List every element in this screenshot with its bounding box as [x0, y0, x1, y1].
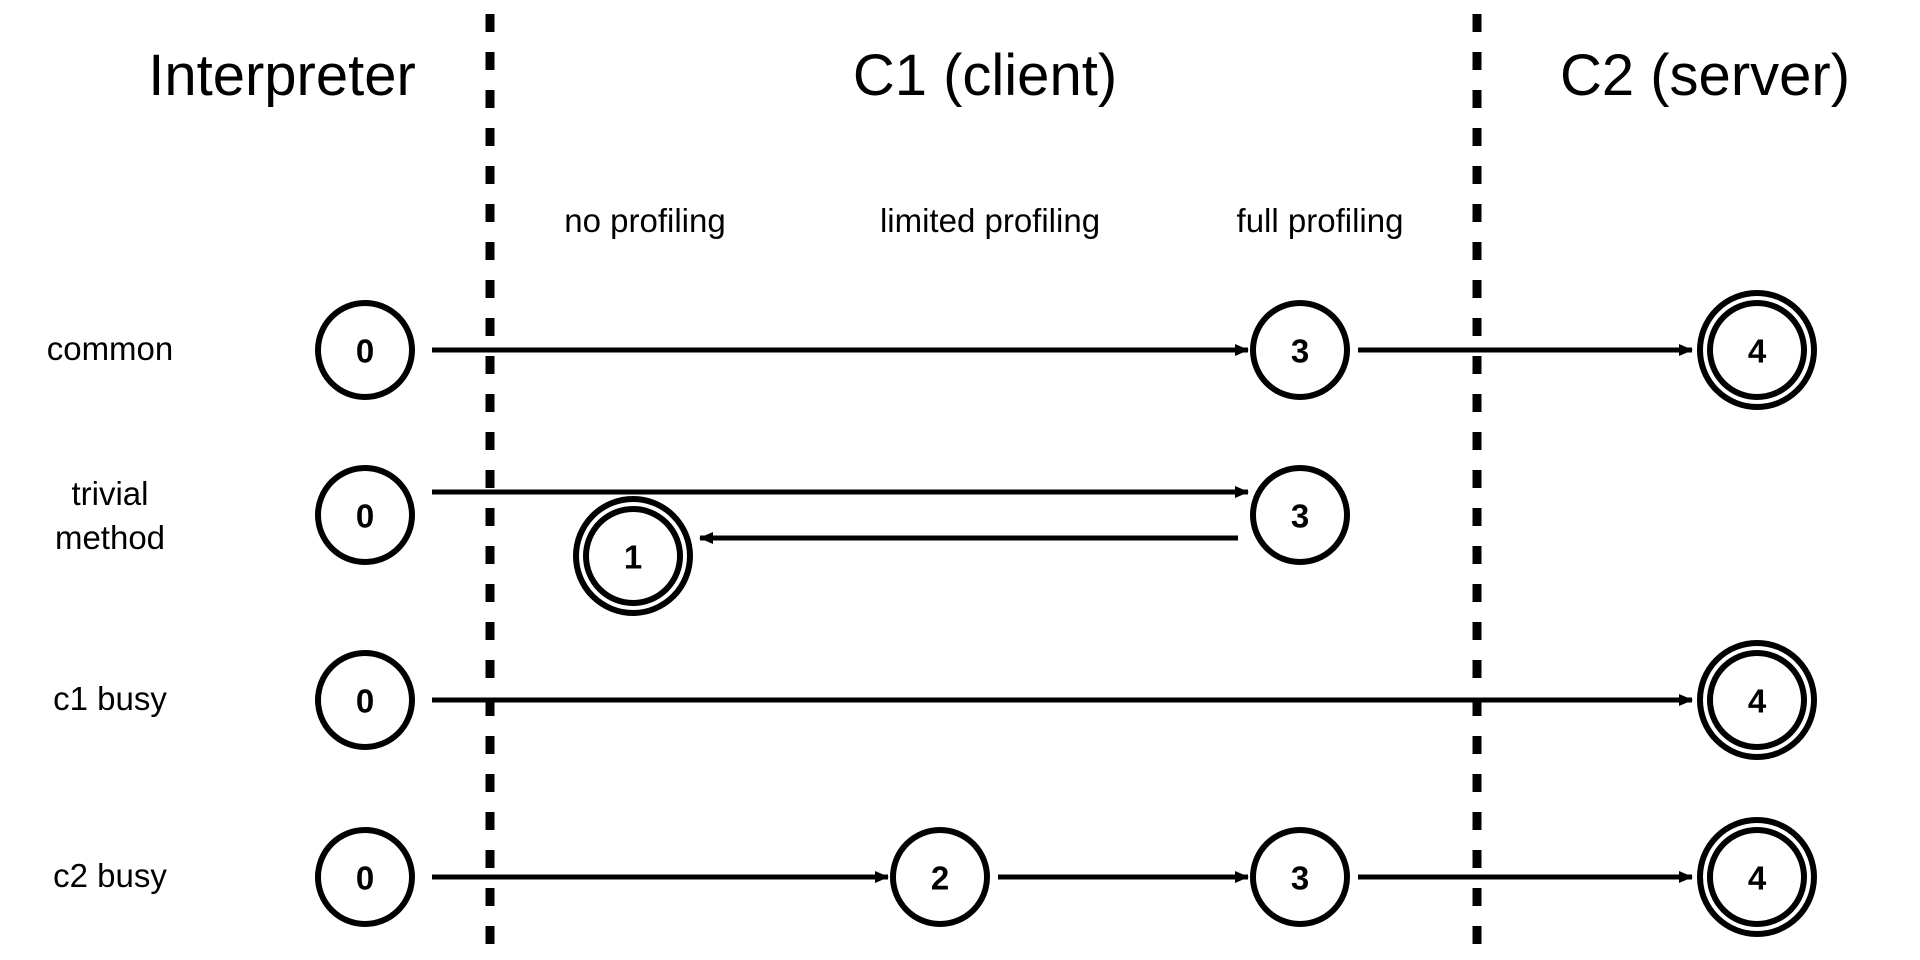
lane-title-c1: C1 (client)	[853, 43, 1117, 108]
node-common-4[interactable]: 4	[1697, 290, 1817, 410]
node-trivial-1[interactable]: 1	[573, 496, 693, 616]
phase-label-no-profiling: no profiling	[564, 202, 725, 239]
node-ring	[890, 827, 990, 927]
node-ring	[1707, 300, 1807, 400]
node-label: 0	[356, 333, 374, 370]
phase-label-limited-profiling: limited profiling	[880, 202, 1100, 239]
lane-title-interpreter: Interpreter	[148, 43, 416, 108]
node-ring	[1707, 827, 1807, 927]
node-c2busy-0[interactable]: 0	[315, 827, 415, 927]
node-label: 4	[1748, 860, 1767, 897]
node-label: 4	[1748, 333, 1767, 370]
node-ring	[1250, 300, 1350, 400]
node-outer-ring	[1697, 290, 1817, 410]
node-c2busy-4[interactable]: 4	[1697, 817, 1817, 937]
node-label: 3	[1291, 860, 1309, 897]
row-label-c1-busy: c1 busy	[53, 680, 167, 717]
node-ring	[1707, 650, 1807, 750]
node-common-3[interactable]: 3	[1250, 300, 1350, 400]
row-c2-busy: c2 busy 0 2 3 4	[53, 817, 1817, 937]
node-ring	[315, 465, 415, 565]
node-label: 0	[356, 860, 374, 897]
node-ring	[583, 506, 683, 606]
row-common: common 0 3 4	[47, 290, 1817, 410]
node-c2busy-2[interactable]: 2	[890, 827, 990, 927]
phase-label-full-profiling: full profiling	[1237, 202, 1404, 239]
lane-title-c2: C2 (server)	[1560, 43, 1850, 108]
node-label: 0	[356, 498, 374, 535]
node-c1busy-4[interactable]: 4	[1697, 640, 1817, 760]
node-label: 3	[1291, 498, 1309, 535]
node-trivial-3[interactable]: 3	[1250, 465, 1350, 565]
node-outer-ring	[1697, 817, 1817, 937]
node-label: 0	[356, 683, 374, 720]
row-label-common: common	[47, 330, 174, 367]
node-c2busy-3[interactable]: 3	[1250, 827, 1350, 927]
node-label: 4	[1748, 683, 1767, 720]
node-ring	[1250, 465, 1350, 565]
phase-labels: no profiling limited profiling full profil…	[564, 202, 1403, 239]
row-label-c2-busy: c2 busy	[53, 857, 167, 894]
node-trivial-0[interactable]: 0	[315, 465, 415, 565]
node-ring	[315, 650, 415, 750]
node-label: 2	[931, 860, 949, 897]
node-label: 1	[624, 539, 642, 576]
node-ring	[315, 300, 415, 400]
node-outer-ring	[1697, 640, 1817, 760]
lane-dividers	[485, 14, 1482, 960]
node-c1busy-0[interactable]: 0	[315, 650, 415, 750]
node-label: 3	[1291, 333, 1309, 370]
node-common-0[interactable]: 0	[315, 300, 415, 400]
node-ring	[1250, 827, 1350, 927]
node-ring	[315, 827, 415, 927]
row-c1-busy: c1 busy 0 4	[53, 640, 1817, 760]
node-outer-ring	[573, 496, 693, 616]
lane-titles: Interpreter C1 (client) C2 (server)	[148, 43, 1850, 108]
